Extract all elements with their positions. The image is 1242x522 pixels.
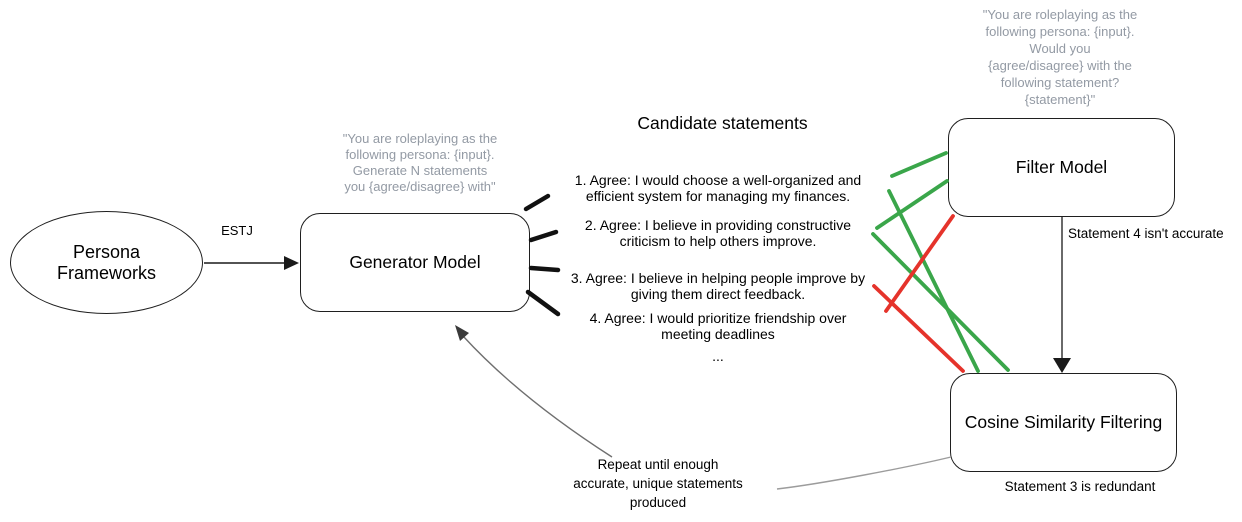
persona-frameworks-node: Persona Frameworks: [10, 211, 203, 314]
filter-model-label: Filter Model: [1015, 157, 1108, 177]
estj-edge-label: ESTJ: [221, 223, 253, 238]
generator-model-label: Generator Model: [349, 252, 481, 272]
statement-1-to-cosine-line: [887, 189, 980, 373]
statement-1: 1. Agree: I would choose a well-organize…: [574, 172, 862, 204]
repeat-note-label: Repeat until enough accurate, unique sta…: [573, 457, 743, 510]
filter-model-node: Filter Model: [948, 118, 1175, 217]
cosine-note-label: Statement 3 is redundant: [1004, 479, 1156, 494]
filter-prompt-text: "You are roleplaying as the following pe…: [982, 7, 1138, 107]
cosine-to-repeat-note-line: [776, 456, 952, 490]
statement-1-to-filter-line: [890, 151, 948, 178]
generator-prompt-text: "You are roleplaying as the following pe…: [342, 131, 498, 194]
candidate-statements-title: Candidate statements: [637, 113, 808, 133]
statements-ellipsis: ...: [712, 348, 724, 364]
estj-arrow: [204, 256, 299, 270]
repeat-arrowhead-icon: [455, 325, 469, 341]
cosine-similarity-label: Cosine Similarity Filtering: [964, 412, 1163, 432]
filter-to-cosine-arrowhead-icon: [1053, 358, 1071, 373]
statement-2: 2. Agree: I believe in providing constru…: [584, 217, 852, 249]
filter-note-label: Statement 4 isn't accurate: [1068, 226, 1224, 241]
cosine-similarity-node: Cosine Similarity Filtering: [950, 373, 1177, 472]
persona-frameworks-label: Persona Frameworks: [56, 241, 156, 283]
filter-to-statement-4-line: [884, 214, 955, 313]
statement-3: 3. Agree: I believe in helping people im…: [570, 270, 866, 302]
estj-arrowhead-icon: [284, 256, 299, 270]
statement-4: 4. Agree: I would prioritize friendship …: [589, 310, 847, 342]
generator-model-node: Generator Model: [300, 213, 530, 312]
repeat-loop-arrow: [455, 325, 613, 458]
